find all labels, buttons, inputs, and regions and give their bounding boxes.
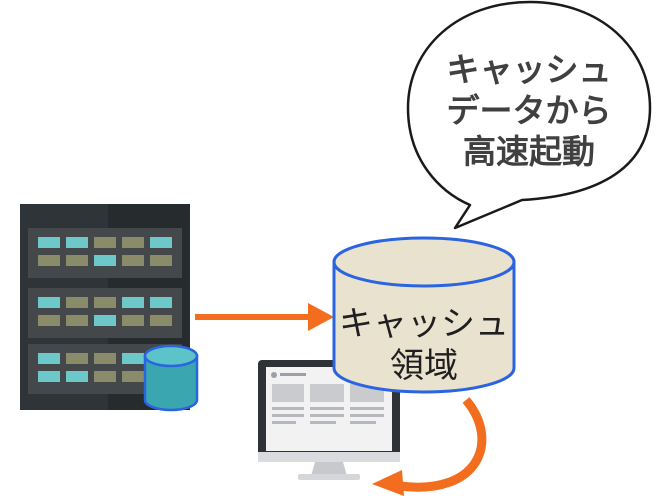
server-slot-light xyxy=(94,237,116,248)
server-slot-light xyxy=(66,255,88,266)
server-slot-light xyxy=(94,255,116,266)
server-slot-light xyxy=(150,297,172,308)
server-slot-light xyxy=(66,237,88,248)
server-slot-light xyxy=(66,371,88,382)
server-slot-light xyxy=(150,255,172,266)
server-slot-light xyxy=(122,237,144,248)
cache-label-line-2: 領域 xyxy=(390,346,458,386)
server-slot-light xyxy=(150,237,172,248)
server-to-cache-arrow xyxy=(195,303,334,331)
bubble-line-1: キャッシュ xyxy=(447,50,612,89)
cache-label-line-1: キャッシュ xyxy=(339,304,509,344)
server-slot-light xyxy=(94,315,116,326)
speech-bubble-shape xyxy=(406,0,652,230)
server-slot-light xyxy=(38,297,60,308)
server-slot-light xyxy=(66,297,88,308)
server-shelf-2 xyxy=(28,288,182,338)
server-slot-light xyxy=(122,371,144,382)
server-slot-light xyxy=(122,353,144,364)
cache-to-monitor-arrow xyxy=(372,397,487,496)
server-slot-light xyxy=(94,353,116,364)
cache-cylinder-icon: キャッシュ 領域 xyxy=(332,236,516,394)
server-slot-light xyxy=(150,315,172,326)
server-slot-light xyxy=(122,297,144,308)
database-icon xyxy=(143,344,199,412)
server-slot-light xyxy=(38,237,60,248)
server-slot-light xyxy=(38,371,60,382)
server-slot-light xyxy=(122,315,144,326)
server-slot-light xyxy=(38,353,60,364)
server-slot-light xyxy=(94,297,116,308)
server-slot-light xyxy=(38,315,60,326)
server-slot-light xyxy=(94,371,116,382)
server-slot-light xyxy=(122,255,144,266)
server-shelf-1 xyxy=(28,228,182,278)
server-slot-light xyxy=(66,315,88,326)
server-slot-light xyxy=(66,353,88,364)
server-slot-light xyxy=(38,255,60,266)
bubble-line-2: データから xyxy=(447,91,612,130)
bubble-line-3: 高速起動 xyxy=(463,132,595,171)
speech-bubble: キャッシュ データから 高速起動 xyxy=(406,0,652,230)
